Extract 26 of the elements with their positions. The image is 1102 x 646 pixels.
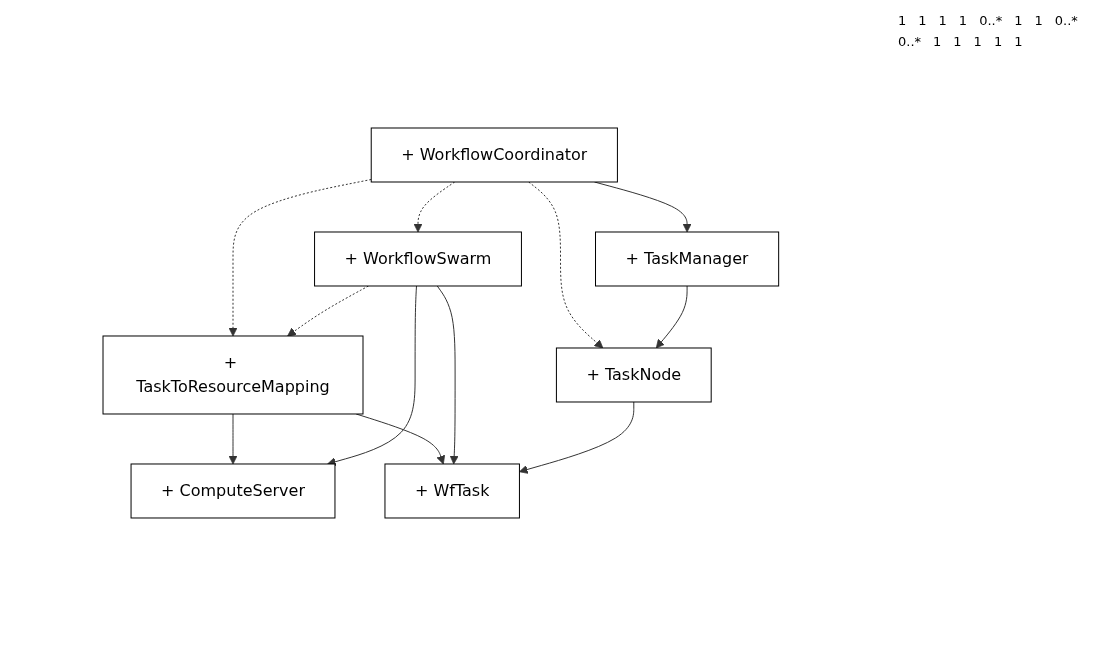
multiplicity-label: 1 (1014, 13, 1023, 28)
multiplicity-label: 1 (933, 34, 942, 49)
multiplicity-label: 0..* (898, 34, 922, 49)
multiplicity-label: 1 (1014, 34, 1023, 49)
node-box: + ComputeServer (130, 463, 336, 519)
arrow (228, 179, 372, 337)
node-box: + TaskManager (595, 231, 780, 287)
multiplicity-label: 1 (993, 34, 1003, 49)
multiplicity-label: 1 (918, 13, 927, 28)
multiplicity-label: 1 (958, 13, 968, 28)
arrow (519, 401, 635, 474)
node-box: + TaskNode (556, 347, 712, 403)
multiplicity-label: 1 (1034, 13, 1043, 28)
arrow (228, 413, 238, 465)
arrow (656, 285, 688, 349)
multiplicity-label: 0..* (979, 13, 1003, 28)
multiplicity-label: 1 (898, 13, 907, 28)
multiplicity-label: 1 (938, 13, 947, 28)
multiplicity-label: 1 (953, 34, 962, 49)
node-box: + WorkflowSwarm (314, 231, 523, 287)
multiplicity-label: 1 (973, 34, 982, 49)
node-box: + WfTask (384, 463, 521, 519)
arrow (436, 285, 459, 465)
node-box: + WorkflowCoordinator (370, 127, 619, 183)
node-box: + TaskToResourceMapping (102, 335, 364, 415)
multiplicity-label: 0..* (1054, 13, 1078, 28)
